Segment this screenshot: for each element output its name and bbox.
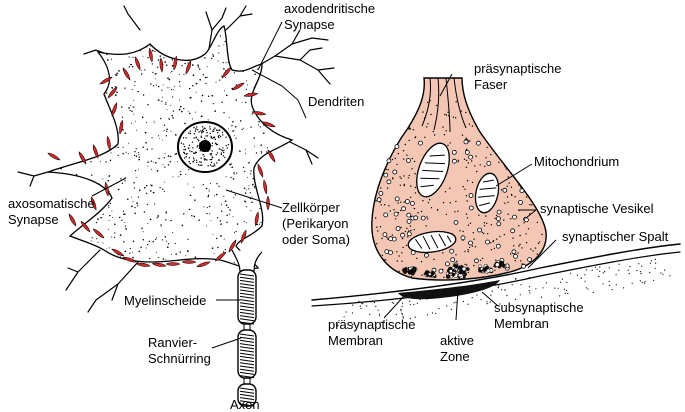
myelinated-axon — [237, 269, 257, 407]
mitochondrion-2 — [474, 172, 500, 214]
cytoplasm-stipple — [60, 35, 269, 269]
label-active-zone: aktive Zone — [440, 333, 478, 364]
synaptic-vesicles — [376, 138, 532, 274]
synaptic-boutons — [47, 47, 276, 268]
label-axon: Axon — [230, 397, 260, 412]
synapse-detail — [311, 77, 681, 327]
label-presynaptic-fiber: präsynaptische Faser — [474, 61, 565, 92]
myelin-hatching — [239, 273, 255, 407]
label-axodendritic-synapse: axodendritische Synapse — [284, 1, 379, 32]
label-synaptic-vesicles: synaptische Vesikel — [540, 201, 654, 216]
label-synaptic-cleft: synaptischer Spalt — [562, 229, 669, 244]
soma-body — [47, 25, 294, 269]
mitochondrion-3 — [407, 230, 457, 254]
nucleolus — [199, 140, 211, 152]
mitochondrion-1 — [416, 142, 450, 198]
fiber-striations — [421, 77, 467, 133]
terminal-stipple — [375, 100, 543, 279]
label-axosomatic-synapse: axosomatische Synapse — [8, 196, 98, 227]
subsynaptic-density — [398, 280, 500, 300]
postsynaptic-stipple — [337, 258, 671, 327]
label-mitochondrion: Mitochondrium — [534, 154, 619, 169]
label-cell-body: Zellkörper (Perikaryon oder Soma) — [282, 200, 352, 247]
label-presynaptic-membrane: präsynaptische Membran — [328, 317, 419, 348]
label-node-of-ranvier: Ranvier- Schnürring — [148, 335, 211, 366]
label-dendrites: Dendriten — [308, 94, 364, 109]
dendrite-branches — [17, 5, 335, 313]
neuron — [17, 5, 335, 407]
leader-lines — [91, 21, 557, 349]
postsynaptic-outline-upper — [311, 243, 681, 301]
mitochondria — [407, 142, 500, 254]
label-myelin-sheath: Myelinscheide — [124, 293, 206, 308]
active-zone-densities — [402, 260, 507, 279]
label-subsynaptic-membrane: subsynaptische Membran — [494, 300, 587, 331]
